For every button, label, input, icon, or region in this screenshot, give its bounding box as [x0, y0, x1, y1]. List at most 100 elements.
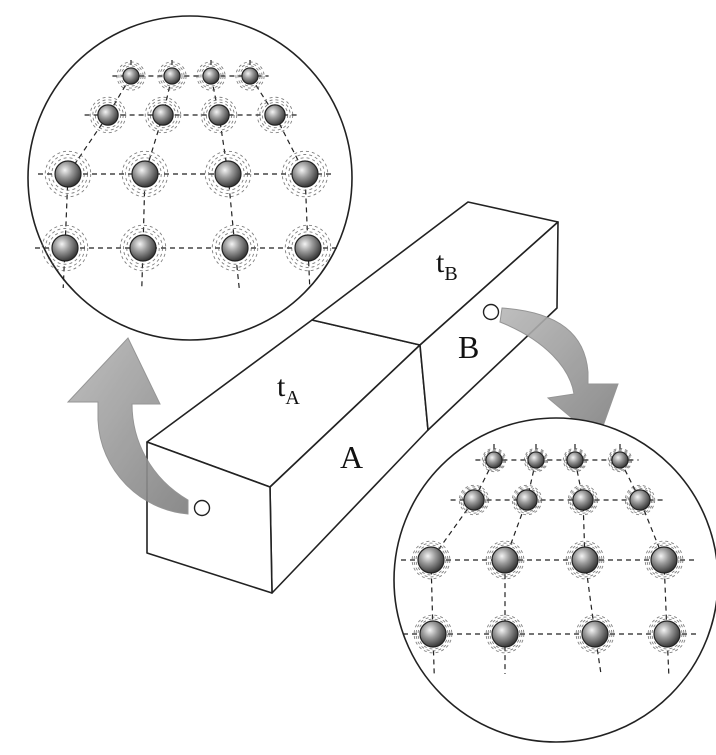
lattice-bottom-vibration-ring — [565, 540, 605, 580]
lattice-bottom-atom — [629, 489, 651, 511]
lattice-bottom-vibration-ring — [564, 449, 586, 471]
lattice-bottom-vibration-ring — [575, 614, 615, 654]
lattice-top-vibration-ring — [121, 150, 169, 198]
lattice-bottom-atom — [491, 546, 519, 574]
lattice-top-vibration-ring — [203, 99, 235, 131]
lattice-top-atom — [294, 234, 322, 262]
lattice-bottom-vibration-ring — [569, 544, 601, 576]
lattice-top-vibration-ring — [118, 63, 144, 89]
lattice-top-atom — [163, 67, 181, 85]
lattice-bottom — [393, 417, 716, 743]
lattice-bottom-vibration-ring — [607, 447, 633, 473]
lattice-bottom-vibration-ring — [627, 487, 653, 513]
lattice-top-vibration-ring — [144, 96, 182, 134]
arrow-to-top-lattice — [66, 337, 189, 515]
lattice-top-vibration-ring — [92, 99, 124, 131]
lattice-top-vibration-ring — [126, 231, 160, 265]
temperature-label-a: tA — [277, 370, 300, 409]
lattice-top-vibration-ring — [291, 231, 325, 265]
lattice-bottom-vibration-ring — [460, 486, 488, 514]
lattice-top-vibration-ring — [51, 157, 85, 191]
bar-end-face — [146, 441, 273, 594]
lattice-bottom-vibration-ring — [526, 450, 546, 470]
lattice-top-vibration-ring — [120, 65, 142, 87]
lattice-top-vibration-ring — [157, 61, 187, 91]
lattice-bottom-vibration-ring — [487, 542, 523, 578]
lattice-bottom-vibration-ring — [415, 616, 451, 652]
lattice-bottom-vibration-ring — [626, 486, 654, 514]
lattice-top-vibration-ring — [215, 228, 255, 268]
lattice-bottom-vibration-ring — [485, 614, 525, 654]
lattice-top-vibration-ring — [119, 224, 167, 272]
lattice-top-vibration-ring — [48, 231, 82, 265]
lattice-top-vibration-ring — [205, 101, 233, 129]
probe-hole-a — [193, 499, 211, 517]
lattice-bottom-vibration-ring — [417, 618, 449, 650]
lattice-top-vibration-ring — [211, 157, 245, 191]
lattice-top-vibration-ring — [239, 65, 261, 87]
lattice-bottom-atom — [491, 620, 519, 648]
lattice-top-atom — [152, 104, 174, 126]
lattice-bottom-vibration-ring — [413, 542, 449, 578]
lattice-top-vibration-ring — [44, 150, 92, 198]
lattice-bottom-vibration-ring — [514, 487, 540, 513]
lattice-bottom-vibration-ring — [624, 484, 656, 516]
lattice-top-vibration-ring — [259, 99, 291, 131]
lattice-top-vibration-ring — [161, 65, 183, 87]
lattice-top-atom — [202, 67, 220, 85]
lattice-bottom-atom — [581, 620, 609, 648]
lattice-bottom-vibration-ring — [511, 484, 543, 516]
lattice-bottom-atom — [571, 546, 599, 574]
lattice-top-vibration-ring — [284, 224, 332, 272]
lattice-top-vibration-ring — [200, 96, 238, 134]
lattice-bottom-vibration-ring — [485, 540, 525, 580]
lattice-bottom-vibration-ring — [647, 614, 687, 654]
lattice-bottom-atom — [566, 451, 584, 469]
probe-hole-b — [482, 303, 500, 321]
bar-b-front-face — [419, 221, 559, 431]
lattice-bottom-atom — [611, 451, 629, 469]
lattice-bottom-vibration-ring — [609, 449, 631, 471]
lattice-bottom-atom — [527, 451, 545, 469]
lattice-bottom-vibration-ring — [646, 542, 682, 578]
lattice-top-vibration-ring — [288, 228, 328, 268]
lattice-bottom-vibration-ring — [651, 618, 683, 650]
lattice-top-vibration-ring — [200, 65, 222, 87]
lattice-bottom-atom — [485, 451, 503, 469]
lattice-bottom-vibration-ring — [413, 614, 453, 654]
lattice-top-vibration-ring — [281, 150, 329, 198]
lattice-bottom-vibration-ring — [644, 540, 684, 580]
lattice-top-vibration-ring — [196, 61, 226, 91]
section-label-b: B — [458, 329, 479, 365]
lattice-top-vibration-ring — [94, 101, 122, 129]
lattice-bottom-atom — [463, 489, 485, 511]
bar — [146, 201, 559, 594]
lattice-top-vibration-ring — [204, 150, 252, 198]
lattice-bottom-vibration-ring — [481, 447, 507, 473]
lattice-bottom-vibration-ring — [484, 450, 504, 470]
lattice-top-vibration-ring — [256, 96, 294, 134]
lattice-top-vibration-ring — [198, 63, 224, 89]
lattice-bottom-vibration-ring — [513, 486, 541, 514]
lattice-bottom-vibration-ring — [569, 486, 597, 514]
lattice-top-vibration-ring — [149, 101, 177, 129]
lattice-bottom-vibration-ring — [489, 618, 521, 650]
lattice-top-vibration-ring — [45, 228, 85, 268]
temperature-label-b: tB — [436, 246, 458, 285]
lattice-bottom-vibration-ring — [577, 616, 613, 652]
lattice-bottom-vibration-ring — [562, 447, 588, 473]
lattice-bottom-vibration-ring — [525, 449, 547, 471]
lattice-bottom-vibration-ring — [461, 487, 487, 513]
lattice-bottom-vibration-ring — [610, 450, 630, 470]
lattice-bottom-vibration-ring — [649, 616, 685, 652]
lattice-bottom-vibration-ring — [483, 449, 505, 471]
lattice-top-atom — [291, 160, 319, 188]
lattice-bottom-vibration-ring — [565, 450, 585, 470]
lattice-top-vibration-ring — [125, 154, 165, 194]
lattice-bottom-vibration-ring — [523, 447, 549, 473]
lattice-top-vibration-ring — [288, 157, 322, 191]
lattice-top — [27, 15, 353, 341]
lattice-top-vibration-ring — [116, 61, 146, 91]
lattice-top-atom — [208, 104, 230, 126]
